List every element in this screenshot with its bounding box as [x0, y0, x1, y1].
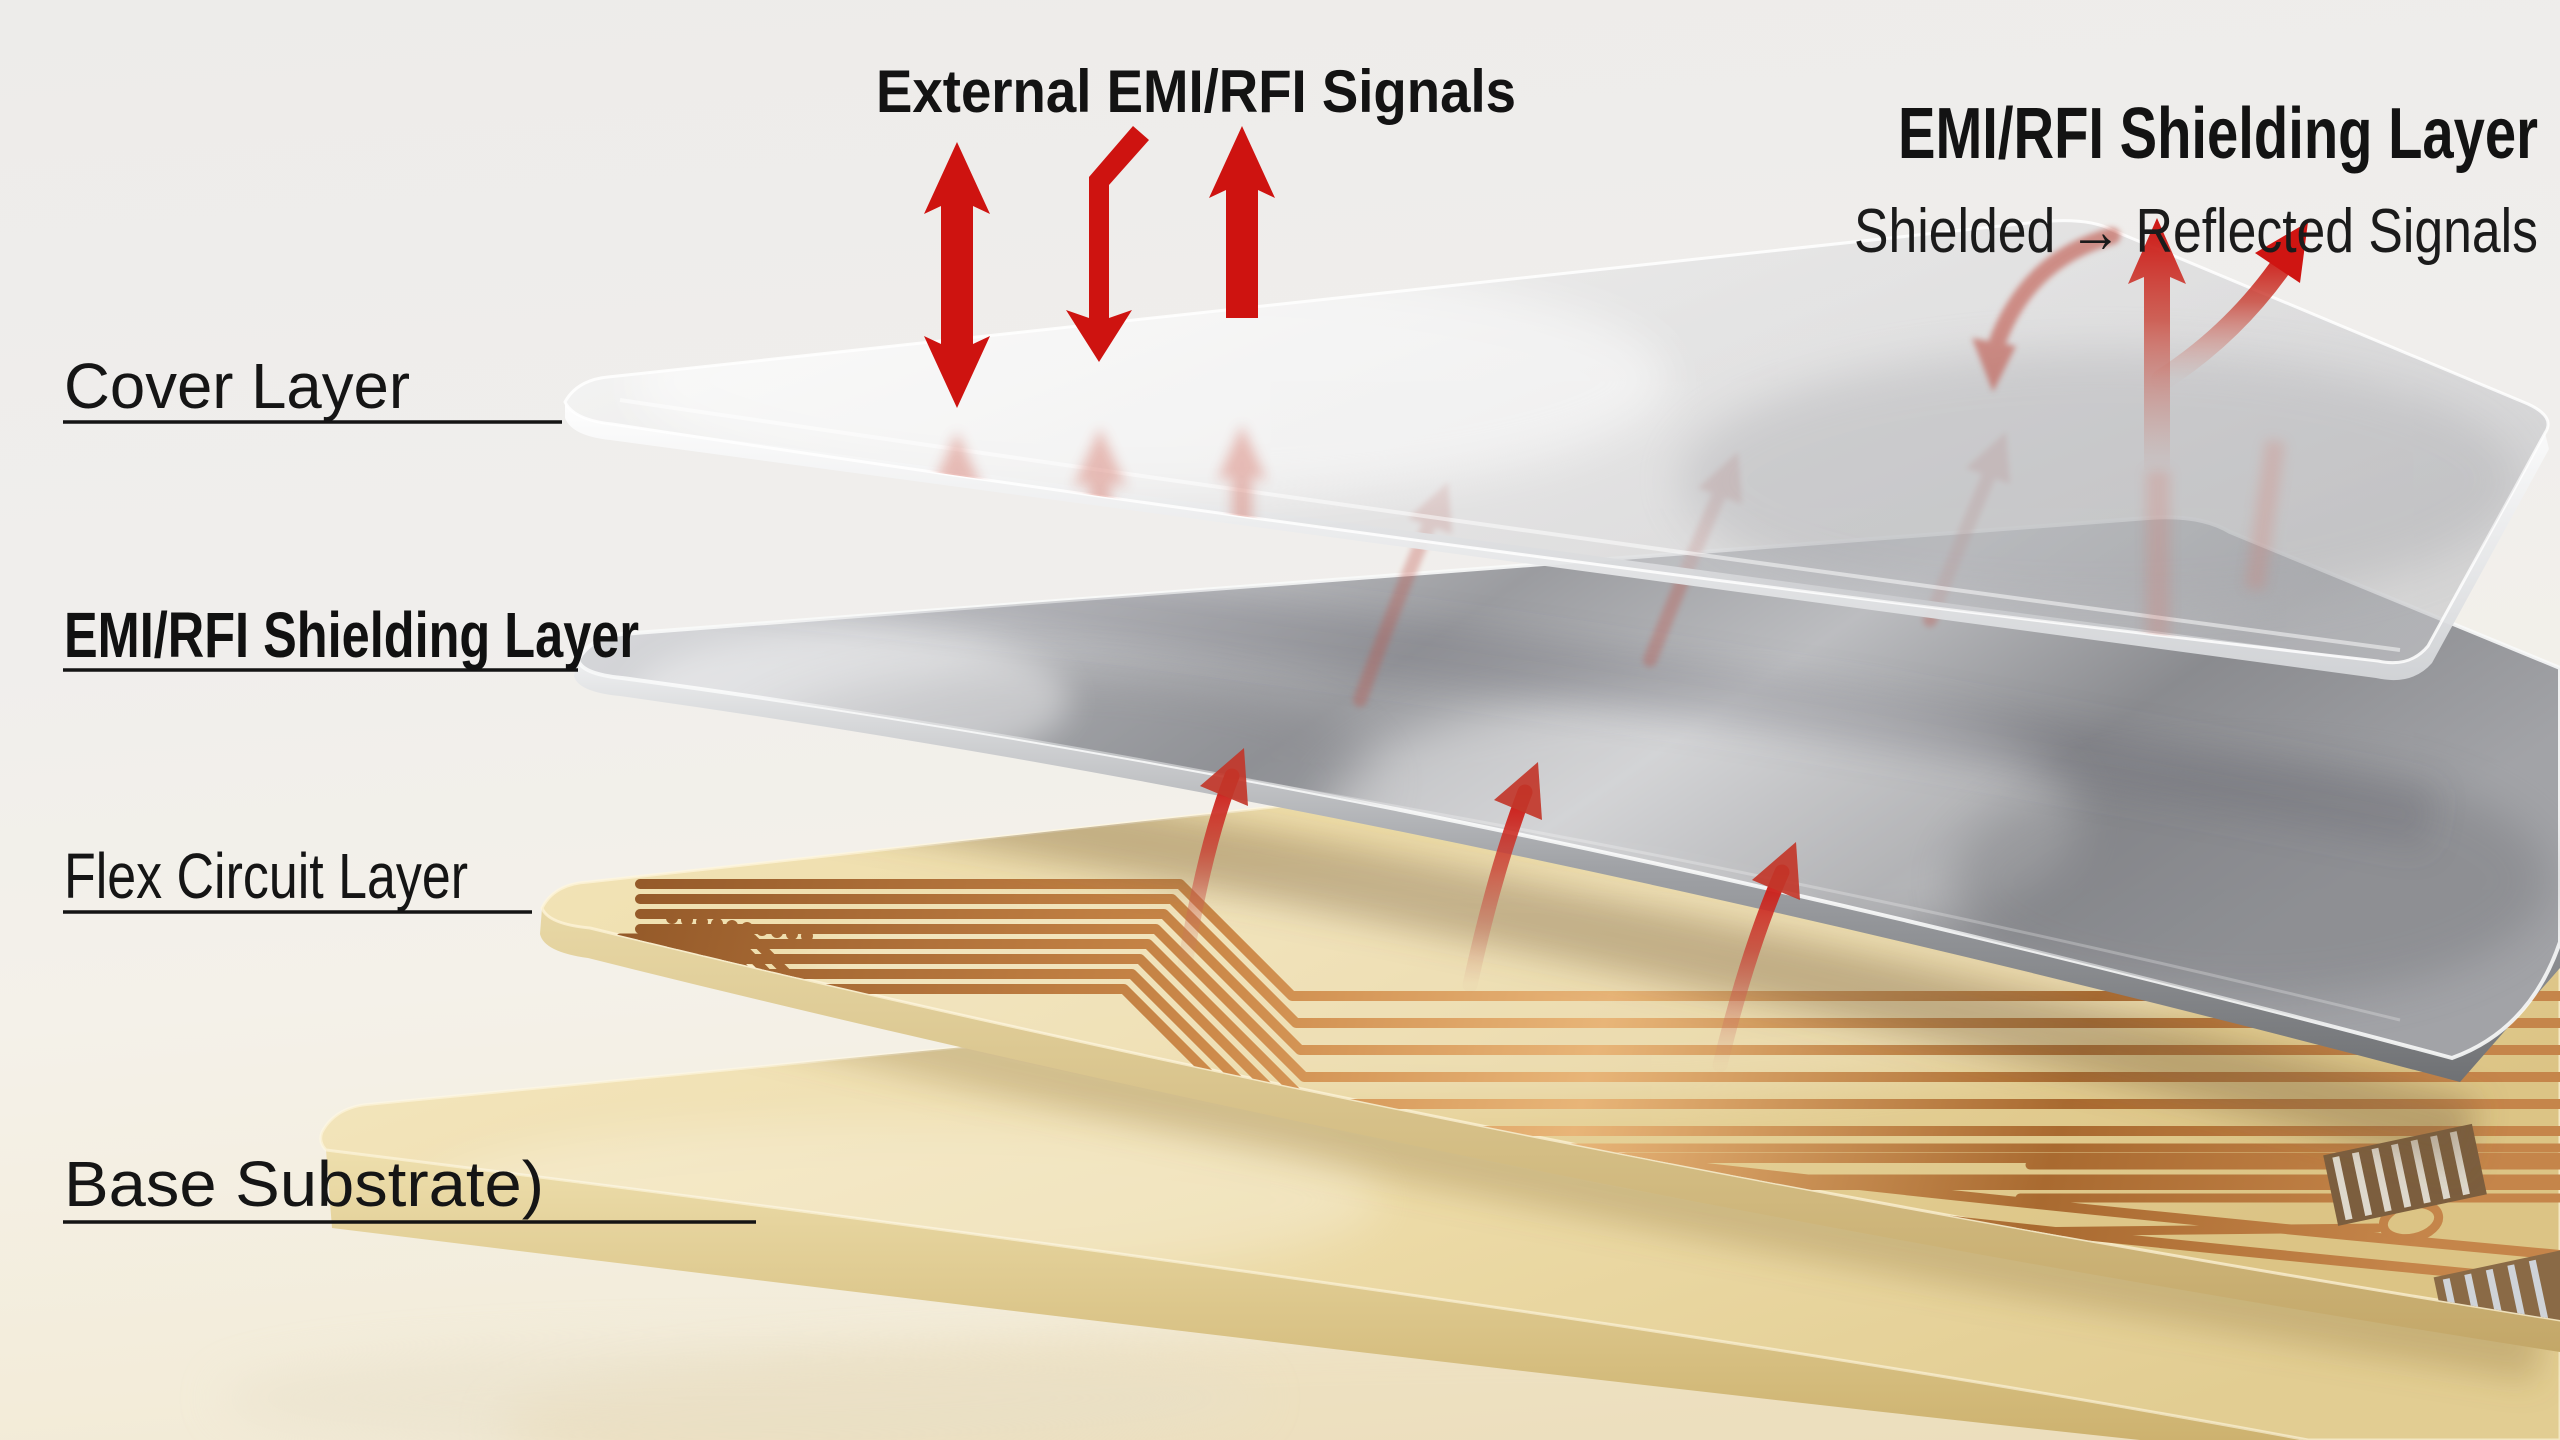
incoming-curved-arrow	[1972, 227, 2121, 392]
label-cover-layer: Cover Layer	[64, 350, 410, 422]
shielding-layer-title: EMI/RFI Shielding Layer	[1898, 94, 2538, 174]
reflected-up-arrow	[2128, 218, 2186, 470]
external-signal-arrows	[924, 126, 1275, 408]
emi-double-arrow	[924, 142, 990, 408]
reflection-arrow-1	[1177, 748, 1248, 973]
emi-up-arrow	[1209, 126, 1275, 318]
label-flex-circuit-layer: Flex Circuit Layer	[64, 840, 468, 912]
reflected-curved-arrow	[2151, 222, 2308, 391]
connector-block-lower	[2433, 1248, 2560, 1320]
reflected-signal-arrows	[1972, 218, 2308, 470]
leader-lines	[63, 420, 756, 1224]
reflection-arrow-2	[1462, 762, 1542, 993]
emi-bent-arrow	[1066, 126, 1149, 362]
label-base-substrate: Base Substrate)	[64, 1148, 544, 1220]
shielding-layer-subtitle: Shielded → Reflected Signals	[1854, 197, 2538, 266]
label-shielding-layer: EMI/RFI Shielding Layer	[64, 599, 639, 671]
solder-bead-row	[666, 912, 813, 942]
reflection-arrow-3	[1712, 842, 1800, 1073]
external-signals-title: External EMI/RFI Signals	[876, 58, 1516, 125]
text-annotations: External EMI/RFI Signals EMI/RFI Shieldi…	[64, 58, 2538, 1220]
reflected-arrow-reflections	[2146, 439, 2286, 640]
